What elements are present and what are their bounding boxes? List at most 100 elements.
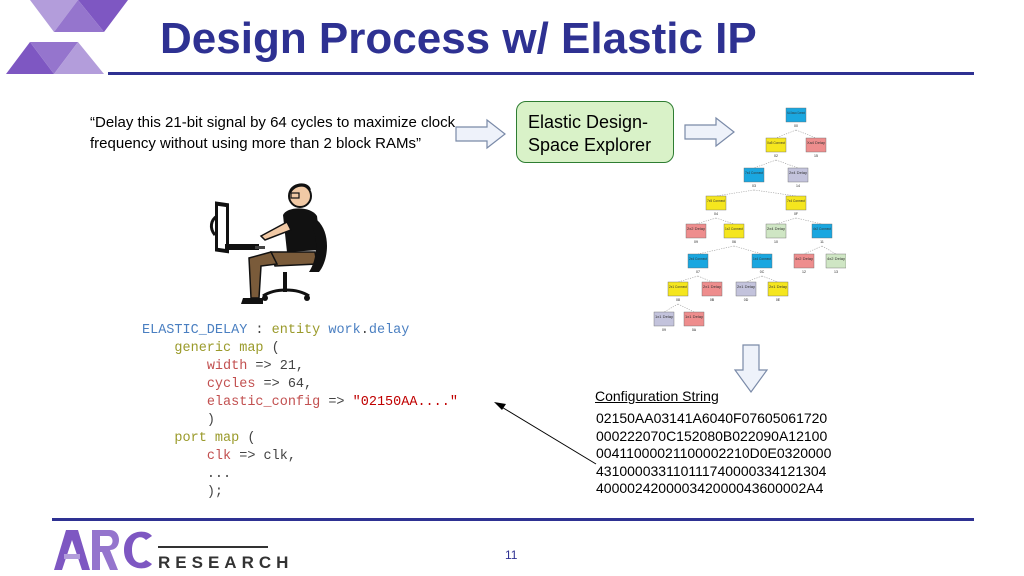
tree-node-number: 13: [834, 270, 838, 274]
tree-node: 7x4 Connect0F: [786, 196, 806, 216]
tree-node-label: 2x4 Delay: [789, 171, 807, 175]
tree-node-number: 03: [752, 184, 756, 188]
code-ellipsis: ...: [207, 467, 231, 482]
tree-node-number: 10: [774, 240, 778, 244]
tree-node-number: 15: [814, 154, 818, 158]
tree-node-label: 1x1 Delay: [655, 315, 673, 319]
code-keyword: map: [215, 431, 239, 446]
code-paren: (: [272, 341, 280, 356]
tree-node-number: 0B: [710, 298, 715, 302]
config-string-label: Configuration String: [595, 388, 719, 404]
tree-node: 2x1 Delay 0D: [736, 282, 756, 302]
code-close: );: [207, 485, 223, 500]
code-keyword: generic: [174, 341, 231, 356]
tree-node-number: 0D: [744, 298, 749, 302]
config-line: 000222070C152080B022090A12100: [596, 428, 831, 446]
tree-edge: [664, 304, 678, 312]
tree-node: 2x1 Delay 0B: [702, 282, 722, 302]
tree-node: Xa5 Connect 02: [766, 138, 786, 158]
tree-node-number: 14: [796, 184, 800, 188]
code-value: 21,: [280, 359, 304, 374]
tree-edge: [776, 218, 796, 224]
code-arrow: =>: [255, 377, 287, 392]
code-param: width: [207, 359, 248, 374]
config-string-lines: 02150AA03141A6040F07605061720 000222070C…: [596, 410, 831, 498]
code-value: clk,: [264, 449, 296, 464]
slide-title: Design Process w/ Elastic IP: [160, 14, 757, 64]
code-keyword: map: [239, 341, 263, 356]
down-arrow: [733, 344, 769, 394]
tree-node-number: 04: [714, 212, 718, 216]
tree-node-number: 06: [732, 240, 736, 244]
tree-edge: [698, 246, 734, 254]
tree-edge: [698, 276, 712, 282]
code-param: elastic_config: [207, 395, 320, 410]
code-colon: :: [247, 323, 271, 338]
config-line: 400002420000342000043600002A4: [596, 480, 831, 498]
code-param: cycles: [207, 377, 256, 392]
tree-node-label: 2x2 Delay: [687, 227, 705, 231]
tree-node: 2x4 Connect 07: [688, 254, 708, 274]
tree-node-number: 0E: [776, 298, 781, 302]
corner-decoration: [0, 0, 150, 80]
code-param: clk: [207, 449, 231, 464]
tree-edge: [762, 276, 778, 282]
tree-node-label: Xa1 Assoc Connect: [787, 111, 805, 115]
design-space-tree: Xa1 Assoc Connect00Xa5 Connect 02 Xa4 Dela…: [636, 104, 846, 340]
code-library: work: [328, 323, 360, 338]
tree-edge: [734, 246, 762, 254]
tree-node-label: 7x4 Connect: [787, 199, 805, 203]
tree-node-label: 2x1 Delay: [703, 285, 721, 289]
config-pointer-arrow: [490, 398, 600, 468]
config-line: 431000033110111740000334121304: [596, 463, 831, 481]
config-line: 02150AA03141A6040F07605061720: [596, 410, 831, 428]
title-divider: [108, 72, 974, 75]
tree-node-number: 12: [802, 270, 806, 274]
tree-node: Xa1 Assoc Connect00: [786, 108, 806, 128]
tree-node-label: 2x1 Connect: [669, 285, 687, 289]
tree-node-label: 1x4 Connect: [753, 257, 771, 261]
tree-node-number: 09: [662, 328, 666, 332]
page-number: 11: [505, 548, 517, 562]
tree-node-label: 4x2 Delay: [827, 257, 845, 261]
tree-node-number: 02: [774, 154, 778, 158]
tree-edge: [678, 276, 698, 282]
code-dot: .: [361, 323, 369, 338]
tree-node-label: 4x2 Connect: [813, 227, 831, 231]
tree-node-label: 7x4 Connect: [745, 171, 763, 175]
tree-node-label: Xa5 Connect: [767, 141, 785, 145]
code-arrow: =>: [247, 359, 279, 374]
tree-node: 4x2 Delay12: [794, 254, 814, 274]
tree-node-number: 07: [696, 270, 700, 274]
tree-node-label: 2x1 Delay: [737, 285, 755, 289]
tree-node: 7x4 Connect 03: [744, 168, 764, 188]
tree-node: 4x2 Delay 13: [826, 254, 846, 274]
tree-node: Xa4 Delay15: [806, 138, 826, 158]
tree-node-number: 11: [820, 240, 824, 244]
code-paren: ): [207, 413, 215, 428]
logo-research-text: RESEARCH: [158, 553, 293, 573]
tree-node: 2x1 Delay 0E: [768, 282, 788, 302]
code-keyword: entity: [272, 323, 321, 338]
code-string: "02150AA....": [353, 395, 458, 410]
logo-rule: [158, 546, 268, 548]
tree-edge: [796, 218, 822, 224]
tree-edge: [776, 130, 796, 138]
tree-edge: [754, 160, 776, 168]
code-arrow: =>: [320, 395, 352, 410]
tree-node-label: 2x1 Delay: [769, 285, 787, 289]
code-paren: (: [247, 431, 255, 446]
tree-node: 2x1 Connect08: [668, 282, 688, 302]
tree-edge: [716, 190, 754, 196]
code-arrow: =>: [231, 449, 263, 464]
tree-edge: [696, 218, 716, 224]
tree-node-label: 1x2 Connect: [725, 227, 743, 231]
tree-node: 1x2 Connect 06: [724, 224, 744, 244]
tree-edge: [822, 246, 836, 254]
tree-node-label: 2x4 Connect: [689, 257, 707, 261]
tree-node-number: 09: [694, 240, 698, 244]
tree-node: 4x2 Connect 11: [812, 224, 832, 244]
config-line: 00411000021100002210D0E0320000: [596, 445, 831, 463]
tree-edge: [754, 190, 796, 196]
tree-node: 2x2 Delay 09: [686, 224, 706, 244]
